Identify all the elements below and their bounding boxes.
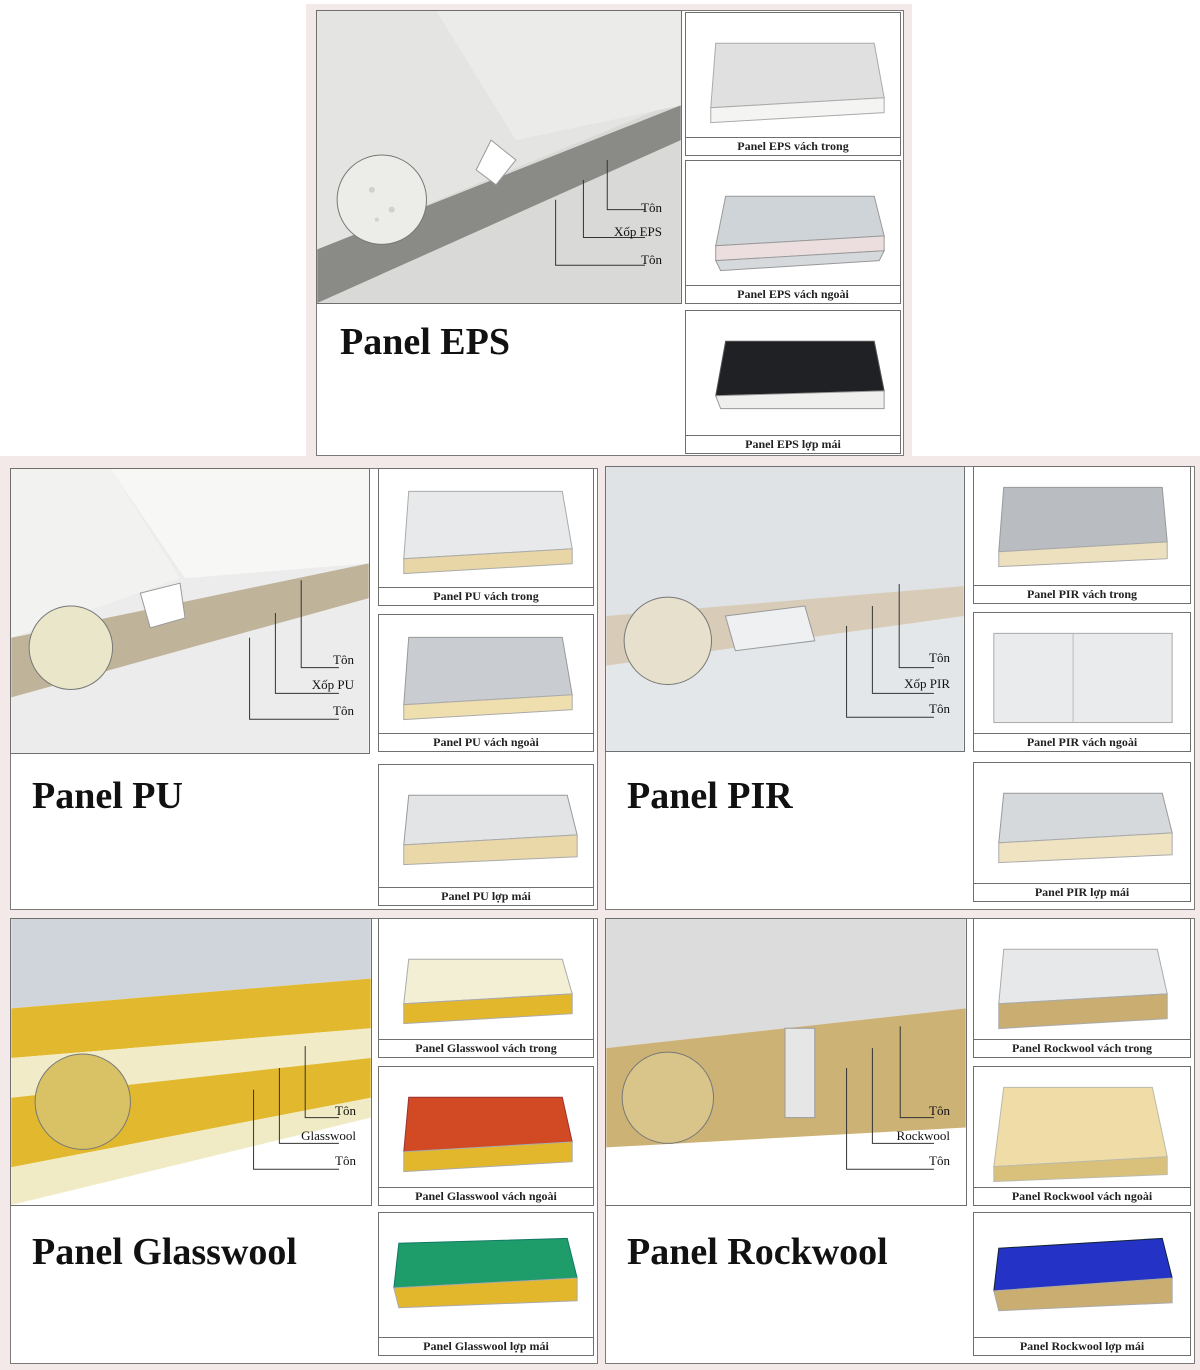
panel-rockwool-card: Tôn Rockwool Tôn Panel Rockwool Panel Ro… — [600, 910, 1200, 1370]
thumb-caption: Panel PIR vách trong — [974, 585, 1190, 603]
pir-layer-core: Xốp PIR — [904, 676, 950, 691]
panel-eps-title: Panel EPS — [340, 321, 510, 363]
panel-eps-card: Tôn Xốp EPS Tôn Panel EPS Panel EPS vách… — [306, 4, 912, 456]
thumb-caption: Panel EPS vách ngoài — [686, 285, 900, 303]
thumb-caption: Panel PU lợp mái — [379, 887, 593, 905]
thumb-caption: Panel PU vách trong — [379, 587, 593, 605]
panel-eps-main-photo — [316, 10, 682, 304]
panel-eps-thumb-roof: Panel EPS lợp mái — [685, 310, 901, 454]
panel-pu-card: Tôn Xốp PU Tôn Panel PU Panel PU vách tr… — [0, 456, 602, 910]
thumb-caption: Panel Rockwool vách ngoài — [974, 1187, 1190, 1205]
panel-pir-main-photo — [605, 466, 965, 752]
glasswool-layer-bottom: Tôn — [335, 1153, 356, 1168]
panel-glasswool-thumb-outer-wall: Panel Glasswool vách ngoài — [378, 1066, 594, 1206]
thumb-caption: Panel PIR vách ngoài — [974, 733, 1190, 751]
thumb-caption: Panel Glasswool lợp mái — [379, 1337, 593, 1355]
panel-pir-title: Panel PIR — [627, 775, 793, 817]
panel-rockwool-main-photo — [605, 918, 967, 1206]
panel-pir-thumb-outer-wall: Panel PIR vách ngoài — [973, 612, 1191, 752]
thumb-caption: Panel PU vách ngoài — [379, 733, 593, 751]
panel-pu-title: Panel PU — [32, 775, 183, 817]
panel-rockwool-thumb-inner-wall: Panel Rockwool vách trong — [973, 918, 1191, 1058]
glasswool-layer-top: Tôn — [335, 1103, 356, 1118]
thumb-caption: Panel Glasswool vách trong — [379, 1039, 593, 1057]
thumb-caption: Panel PIR lợp mái — [974, 883, 1190, 901]
panel-rockwool-thumb-outer-wall: Panel Rockwool vách ngoài — [973, 1066, 1191, 1206]
panel-pir-thumb-inner-wall: Panel PIR vách trong — [973, 466, 1191, 604]
rockwool-layer-bottom: Tôn — [929, 1153, 950, 1168]
panel-pir-card: Tôn Xốp PIR Tôn Panel PIR Panel PIR vách… — [600, 456, 1200, 910]
pir-layer-bottom: Tôn — [929, 701, 950, 716]
panel-pu-thumb-outer-wall: Panel PU vách ngoài — [378, 614, 594, 752]
eps-layer-bottom: Tôn — [641, 252, 662, 267]
thumb-caption: Panel EPS lợp mái — [686, 435, 900, 453]
eps-layer-core: Xốp EPS — [613, 224, 662, 239]
panel-glasswool-card: Tôn Glasswool Tôn Panel Glasswool Panel … — [0, 910, 602, 1370]
panel-glasswool-thumb-inner-wall: Panel Glasswool vách trong — [378, 918, 594, 1058]
pu-layer-top: Tôn — [333, 652, 354, 667]
glasswool-layer-core: Glasswool — [301, 1128, 356, 1143]
panel-glasswool-title: Panel Glasswool — [32, 1231, 297, 1273]
thumb-caption: Panel Rockwool lợp mái — [974, 1337, 1190, 1355]
eps-layer-top: Tôn — [641, 200, 662, 215]
panel-pu-thumb-inner-wall: Panel PU vách trong — [378, 468, 594, 606]
rockwool-layer-top: Tôn — [929, 1103, 950, 1118]
rockwool-layer-core: Rockwool — [896, 1128, 950, 1143]
panel-eps-thumb-inner-wall: Panel EPS vách trong — [685, 12, 901, 156]
panel-pir-thumb-roof: Panel PIR lợp mái — [973, 762, 1191, 902]
thumb-caption: Panel Glasswool vách ngoài — [379, 1187, 593, 1205]
panel-rockwool-title: Panel Rockwool — [627, 1231, 888, 1273]
panel-rockwool-thumb-roof: Panel Rockwool lợp mái — [973, 1212, 1191, 1356]
panel-pu-main-photo — [10, 468, 370, 754]
pir-layer-top: Tôn — [929, 650, 950, 665]
panel-glasswool-thumb-roof: Panel Glasswool lợp mái — [378, 1212, 594, 1356]
pu-layer-bottom: Tôn — [333, 703, 354, 718]
panel-eps-thumb-outer-wall: Panel EPS vách ngoài — [685, 160, 901, 304]
thumb-caption: Panel Rockwool vách trong — [974, 1039, 1190, 1057]
pu-layer-core: Xốp PU — [311, 677, 354, 692]
panel-glasswool-main-photo — [10, 918, 372, 1206]
thumb-caption: Panel EPS vách trong — [686, 137, 900, 155]
panel-pu-thumb-roof: Panel PU lợp mái — [378, 764, 594, 906]
